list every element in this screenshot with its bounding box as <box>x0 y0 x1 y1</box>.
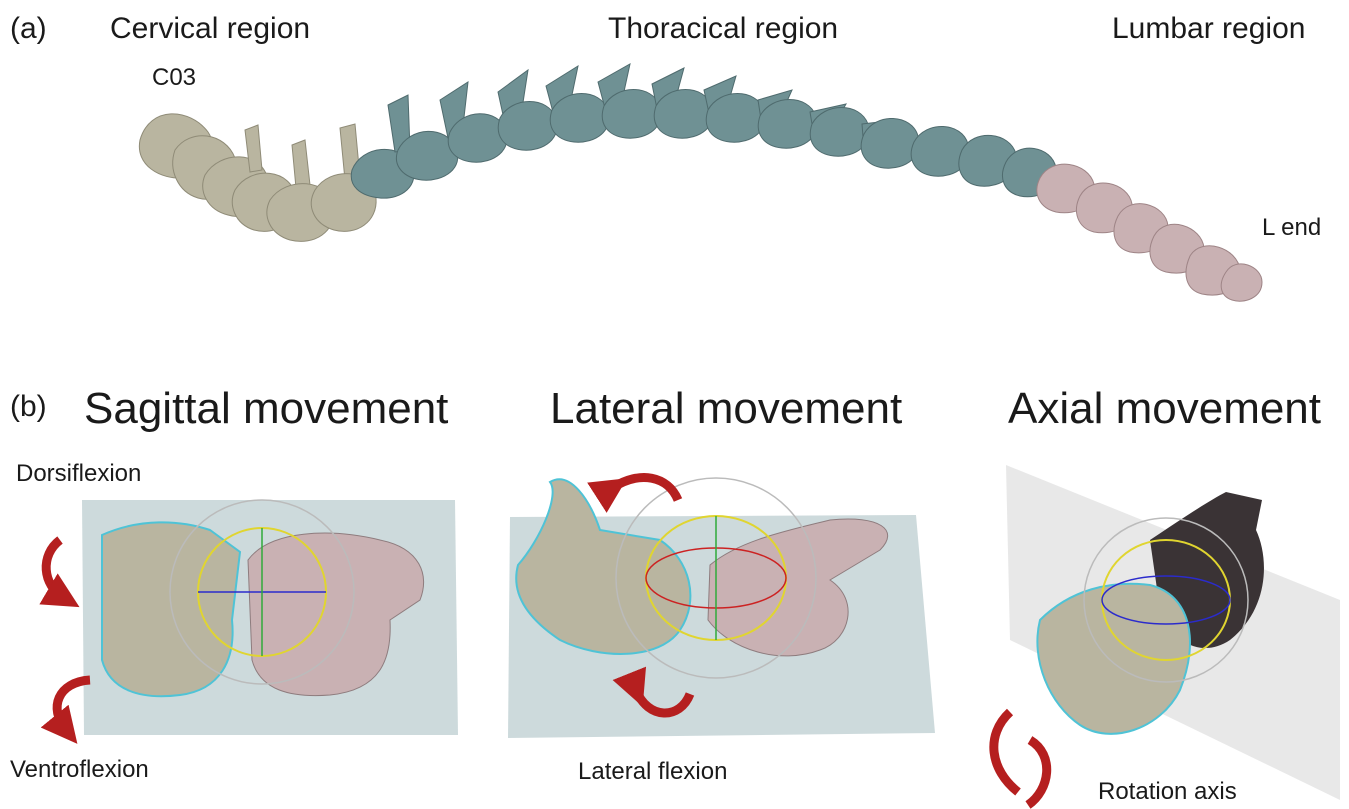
axial-illustration <box>994 465 1340 805</box>
sagittal-illustration <box>46 500 458 735</box>
thoracic-vertebrae <box>351 64 1056 198</box>
lateral-vertebra-left <box>516 479 690 654</box>
lateral-top-arrow-icon <box>612 478 678 500</box>
spine-column <box>139 64 1262 301</box>
rotation-arrow-icon <box>994 712 1047 805</box>
lateral-illustration <box>508 478 935 738</box>
dorsiflexion-arrow-icon <box>46 540 64 598</box>
cervical-vertebrae <box>139 114 376 242</box>
lumbar-vertebrae <box>1037 164 1262 301</box>
